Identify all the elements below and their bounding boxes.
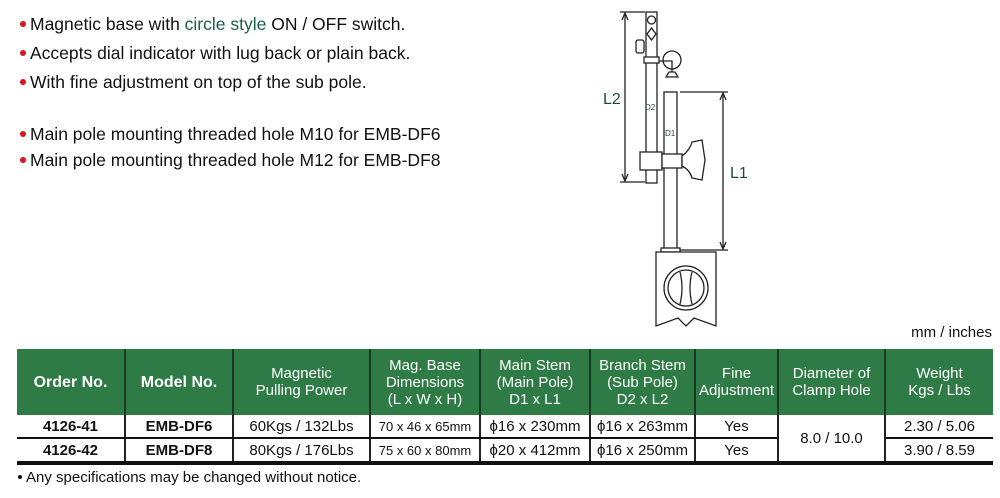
bullet-icon bbox=[20, 156, 26, 163]
feature-item: Main pole mounting threaded hole M12 for… bbox=[20, 146, 441, 175]
clamp-knob bbox=[681, 139, 706, 181]
feature-item: With fine adjustment on top of the sub p… bbox=[20, 68, 441, 97]
bullet-icon bbox=[20, 49, 26, 56]
main-pole bbox=[663, 91, 678, 250]
on-off-switch-icon bbox=[663, 265, 709, 311]
magnetic-base bbox=[655, 251, 717, 327]
header-model-no: Model No. bbox=[124, 349, 234, 415]
order-no-cell: 4126-41 bbox=[17, 415, 126, 439]
feature-text: Main pole mounting threaded hole M10 for… bbox=[30, 124, 441, 144]
header-order-no: Order No. bbox=[17, 349, 126, 415]
note-text: Any specifications may be changed withou… bbox=[26, 469, 362, 486]
pulling-power-cell: 60Kgs / 132Lbs bbox=[232, 415, 371, 439]
bullet-icon bbox=[20, 130, 26, 137]
header-main-stem: Main Stem(Main Pole)D1 x L1 bbox=[479, 349, 591, 415]
clamp-hole-cell: 8.0 / 10.0 bbox=[777, 415, 886, 465]
bullet-icon bbox=[20, 78, 26, 85]
fine-adjustment-cell: Yes bbox=[694, 438, 779, 465]
magnetic-base-diagram: L2 D2 L1 D1 bbox=[603, 11, 748, 327]
disclaimer-note: Any specifications may be changed withou… bbox=[18, 469, 361, 486]
base-dimensions-cell: 75 x 60 x 80mm bbox=[369, 438, 481, 465]
feature-item: Main pole mounting threaded hole M10 for… bbox=[20, 120, 441, 146]
l1-label: L1 bbox=[730, 165, 748, 182]
branch-stem-cell: ϕ16 x 250mm bbox=[589, 438, 696, 465]
order-no-cell: 4126-42 bbox=[17, 438, 126, 465]
feature-text: Magnetic base with bbox=[30, 14, 185, 34]
feature-list: Magnetic base with circle style ON / OFF… bbox=[20, 10, 441, 175]
bullet-icon bbox=[18, 474, 22, 479]
feature-item: Magnetic base with circle style ON / OFF… bbox=[20, 10, 441, 39]
model-no-cell: EMB-DF6 bbox=[124, 415, 234, 439]
feature-item: Accepts dial indicator with lug back or … bbox=[20, 39, 441, 68]
main-stem-cell: ϕ20 x 412mm bbox=[479, 438, 591, 465]
d1-label: D1 bbox=[665, 129, 676, 138]
feature-text: ON / OFF switch. bbox=[266, 14, 406, 34]
model-no-cell: EMB-DF8 bbox=[124, 438, 234, 465]
weight-cell: 2.30 / 5.06 bbox=[884, 415, 993, 439]
l2-label: L2 bbox=[603, 91, 621, 108]
feature-text: Accepts dial indicator with lug back or … bbox=[30, 43, 411, 63]
table-row: 4126-42 EMB-DF8 80Kgs / 176Lbs 75 x 60 x… bbox=[17, 438, 993, 465]
fine-adjustment-cell: Yes bbox=[694, 415, 779, 439]
bullet-icon bbox=[20, 20, 26, 27]
branch-stem-cell: ϕ16 x 263mm bbox=[589, 415, 696, 439]
feature-text: With fine adjustment on top of the sub p… bbox=[30, 72, 367, 92]
d2-label: D2 bbox=[645, 103, 656, 112]
feature-text: Main pole mounting threaded hole M12 for… bbox=[30, 150, 441, 170]
header-branch-stem: Branch Stem(Sub Pole)D2 x L2 bbox=[589, 349, 696, 415]
feature-highlight: circle style bbox=[184, 14, 267, 34]
units-label: mm / inches bbox=[911, 324, 992, 341]
main-stem-cell: ϕ16 x 230mm bbox=[479, 415, 591, 439]
pulling-power-cell: 80Kgs / 176Lbs bbox=[232, 438, 371, 465]
sub-pole bbox=[645, 11, 658, 184]
base-dimensions-cell: 70 x 46 x 65mm bbox=[369, 415, 481, 439]
clamp bbox=[639, 151, 663, 171]
table-row: 4126-41 EMB-DF6 60Kgs / 132Lbs 70 x 46 x… bbox=[17, 415, 993, 465]
weight-cell: 3.90 / 8.59 bbox=[884, 438, 993, 465]
